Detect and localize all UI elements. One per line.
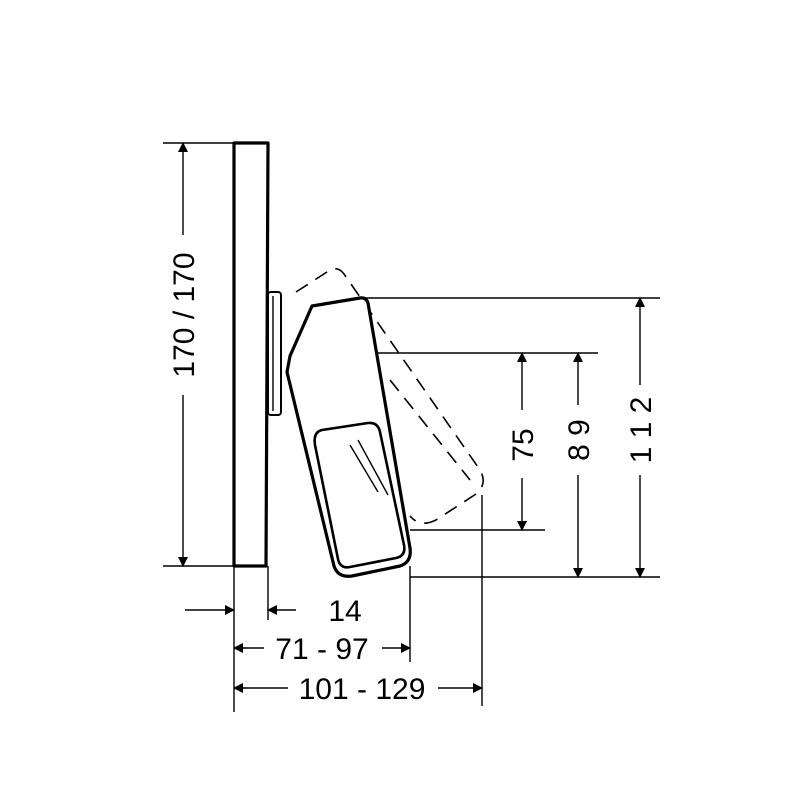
dim-label-handle-projection: 101 - 129 <box>299 673 426 706</box>
dim-plate-height: 170 / 170 <box>168 142 201 567</box>
handle-alt-position-outline <box>295 267 484 524</box>
dim-outlet-height-max: 8 9 <box>563 352 596 578</box>
dim-label-spout-projection: 71 - 97 <box>275 633 368 666</box>
dim-label-plate-depth: 14 <box>328 595 361 628</box>
dim-label-plate-height: 170 / 170 <box>168 252 201 377</box>
dim-overall-height: 1 1 2 <box>625 297 658 578</box>
wall-plate <box>232 141 270 568</box>
dim-outlet-height-min: 75 <box>507 352 540 531</box>
dim-plate-depth: 14 <box>185 595 362 628</box>
dim-label-overall-height: 1 1 2 <box>625 397 658 464</box>
dim-handle-projection: 101 - 129 <box>233 673 483 706</box>
dim-label-outlet-height-min: 75 <box>507 428 540 461</box>
escutcheon <box>267 291 282 416</box>
handle-window <box>313 421 406 569</box>
dim-label-outlet-height-max: 8 9 <box>563 419 596 461</box>
dim-spout-projection: 71 - 97 <box>233 633 411 666</box>
